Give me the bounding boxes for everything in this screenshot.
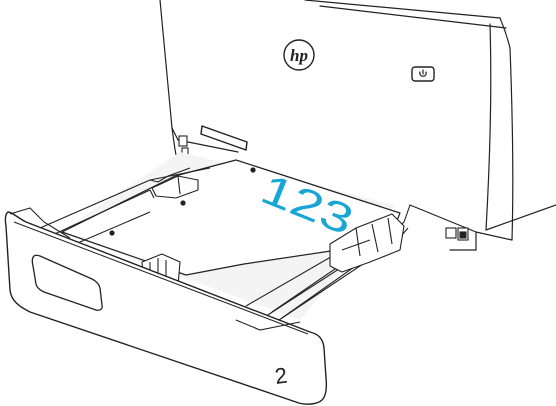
- printer-front-slot: [200, 125, 248, 151]
- paper-hole: [250, 167, 256, 173]
- paper-guide-right[interactable]: [329, 213, 405, 273]
- paper-hole: [180, 200, 186, 206]
- hp-logo: hp: [283, 39, 315, 71]
- paper-hole: [109, 230, 115, 236]
- power-button[interactable]: [411, 66, 435, 82]
- power-icon: [419, 69, 427, 77]
- paper-stack: 123: [61, 159, 401, 276]
- tray-rim: [9, 207, 301, 331]
- right-latch: [445, 227, 469, 241]
- tray-front-panel[interactable]: 2: [4, 211, 328, 405]
- hp-logo-text: hp: [290, 46, 308, 65]
- paper-guide-rear[interactable]: [151, 175, 199, 199]
- tray-handle[interactable]: [31, 254, 103, 311]
- printer-body: [159, 0, 556, 251]
- tray-number: 2: [273, 362, 289, 388]
